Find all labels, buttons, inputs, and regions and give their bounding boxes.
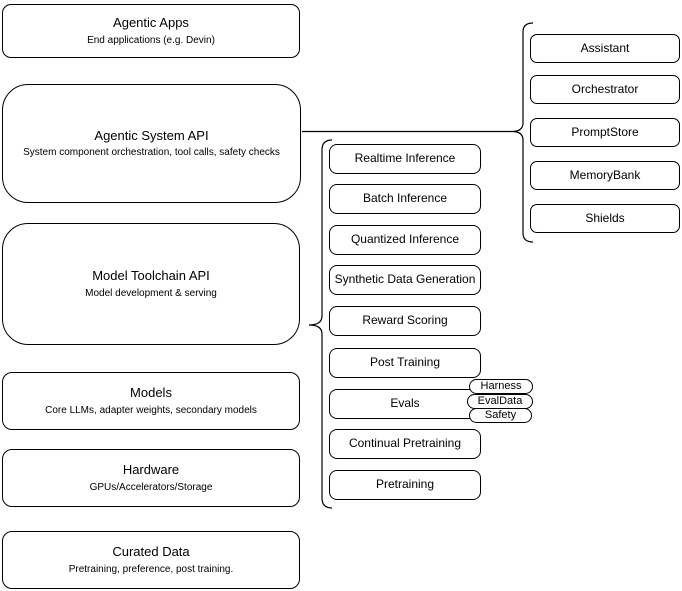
node-assistant: Assistant: [530, 34, 680, 63]
node-title: Models: [130, 385, 172, 401]
node-batch-inference: Batch Inference: [329, 184, 481, 214]
node-subtitle: System component orchestration, tool cal…: [23, 147, 280, 159]
tag-harness: Harness: [469, 379, 533, 394]
node-title: Agentic Apps: [113, 15, 189, 31]
node-evals: Evals: [329, 389, 481, 419]
node-title: Curated Data: [112, 544, 190, 560]
node-label: Evals: [390, 396, 420, 411]
tag-label: Safety: [484, 409, 517, 421]
node-label: Reward Scoring: [362, 313, 448, 328]
node-subtitle: End applications (e.g. Devin): [87, 34, 215, 46]
node-label: Continual Pretraining: [348, 436, 462, 451]
tag-label: EvalData: [477, 395, 523, 407]
node-shields: Shields: [530, 204, 680, 233]
node-label: Assistant: [580, 40, 630, 55]
node-label: Pretraining: [375, 477, 435, 492]
node-models: Models Core LLMs, adapter weights, secon…: [2, 372, 300, 430]
tag-evaldata: EvalData: [467, 394, 533, 409]
node-promptstore: PromptStore: [530, 118, 680, 147]
node-hardware: Hardware GPUs/Accelerators/Storage: [2, 449, 300, 507]
node-realtime-inference: Realtime Inference: [329, 144, 481, 174]
node-label: Shields: [585, 210, 625, 225]
node-quantized-inference: Quantized Inference: [329, 225, 481, 255]
node-memorybank: MemoryBank: [530, 161, 680, 190]
node-post-training: Post Training: [329, 348, 481, 378]
node-title: Model Toolchain API: [92, 268, 210, 284]
node-agentic-apps: Agentic Apps End applications (e.g. Devi…: [2, 4, 300, 58]
node-pretraining: Pretraining: [329, 470, 481, 500]
node-title: Hardware: [122, 462, 180, 478]
node-agentic-system-api: Agentic System API System component orch…: [2, 84, 301, 203]
tag-label: Harness: [480, 380, 522, 392]
node-subtitle: GPUs/Accelerators/Storage: [89, 481, 213, 493]
node-label: Batch Inference: [362, 191, 448, 206]
node-label: MemoryBank: [569, 167, 641, 182]
node-label: PromptStore: [571, 124, 639, 139]
node-subtitle: Model development & serving: [85, 287, 217, 299]
node-label: Post Training: [369, 355, 441, 370]
node-model-toolchain-api: Model Toolchain API Model development & …: [2, 223, 300, 345]
node-label: Synthetic Data Generation: [334, 272, 476, 287]
node-subtitle: Pretraining, preference, post training.: [68, 563, 234, 575]
node-label: Quantized Inference: [350, 232, 460, 247]
node-reward-scoring: Reward Scoring: [329, 306, 481, 336]
node-title: Agentic System API: [94, 127, 209, 143]
node-orchestrator: Orchestrator: [530, 75, 680, 104]
node-synthetic-data-generation: Synthetic Data Generation: [329, 265, 481, 295]
tag-safety: Safety: [469, 408, 532, 423]
node-continual-pretraining: Continual Pretraining: [329, 429, 481, 459]
node-subtitle: Core LLMs, adapter weights, secondary mo…: [45, 404, 257, 416]
node-curated-data: Curated Data Pretraining, preference, po…: [2, 531, 300, 589]
node-label: Realtime Inference: [354, 151, 456, 166]
node-label: Orchestrator: [571, 81, 639, 96]
